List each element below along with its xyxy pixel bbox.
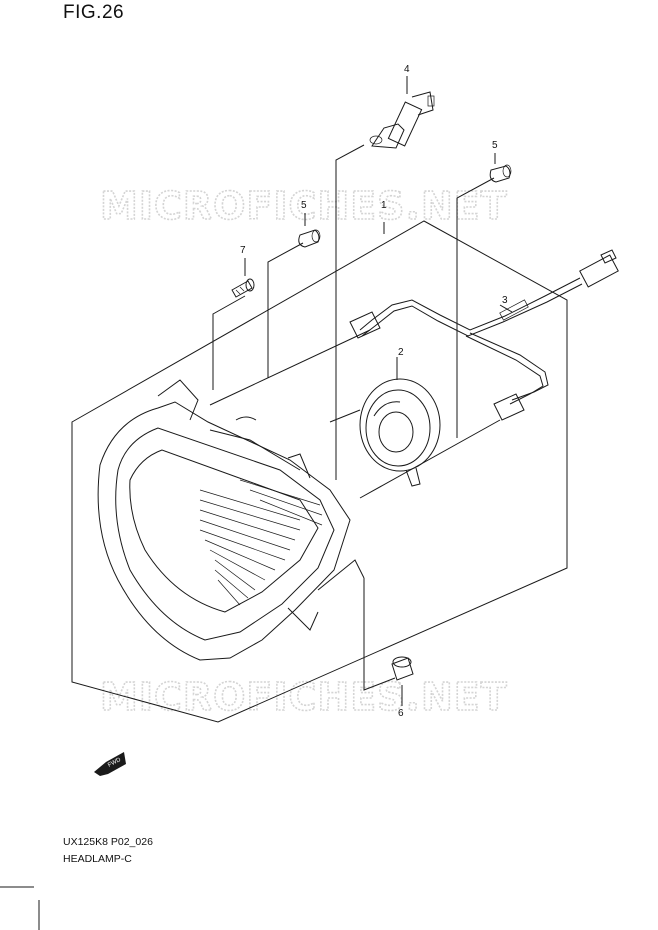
callout-2: 2 bbox=[398, 347, 404, 358]
screw-part bbox=[231, 278, 255, 298]
watermark-top: MICROFICHES.NET bbox=[100, 184, 508, 228]
callout-labels: 4 5 5 1 7 3 2 6 bbox=[240, 64, 508, 719]
callout-6: 6 bbox=[398, 708, 404, 719]
callout-4: 4 bbox=[404, 64, 410, 75]
callout-5-lower: 5 bbox=[301, 200, 307, 211]
socket-cup-part bbox=[359, 378, 441, 487]
wedge-bulb-lower bbox=[298, 229, 321, 248]
callout-3: 3 bbox=[502, 295, 508, 306]
footer-figure-name: HEADLAMP-C bbox=[63, 853, 132, 865]
leader-lines bbox=[209, 144, 513, 691]
callout-5-upper: 5 bbox=[492, 140, 498, 151]
callout-7: 7 bbox=[240, 245, 246, 256]
footer-model-code: UX125K8 P02_026 bbox=[63, 836, 153, 848]
figure-title: FIG.26 bbox=[63, 2, 125, 23]
fwd-arrow-icon: FWD bbox=[94, 752, 126, 776]
assembly-box bbox=[71, 220, 568, 723]
bulb-h4-part bbox=[369, 91, 435, 149]
margin-mark bbox=[0, 886, 40, 930]
grommet-part bbox=[391, 656, 414, 681]
callout-leaders bbox=[244, 76, 496, 706]
watermark-bottom: MICROFICHES.NET bbox=[100, 675, 508, 719]
wedge-bulb-upper bbox=[489, 164, 512, 183]
wiring-harness-part bbox=[349, 249, 619, 421]
callout-1: 1 bbox=[381, 200, 387, 211]
headlamp-housing-part bbox=[97, 379, 351, 661]
